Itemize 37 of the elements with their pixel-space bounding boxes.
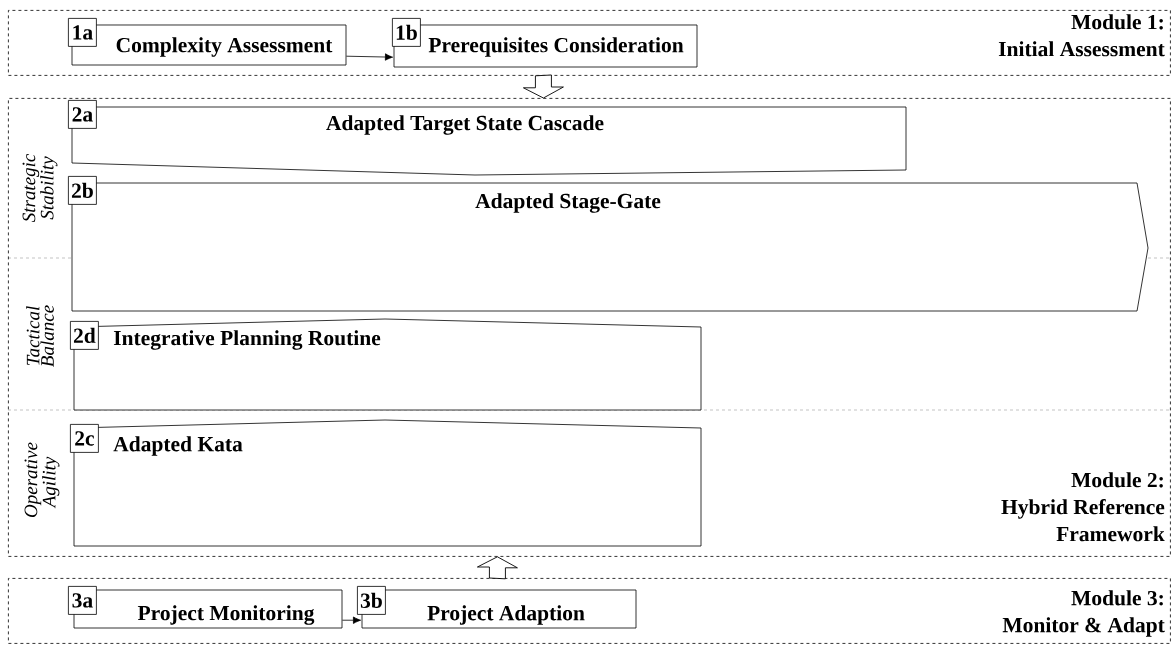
- step-tag: 1b: [392, 18, 421, 47]
- process-box: [70, 318, 702, 411]
- step-tag: 2d: [70, 321, 99, 350]
- process-box: [392, 18, 698, 68]
- arrow: [342, 616, 361, 624]
- process-box: [68, 176, 1149, 312]
- step-tag: 3b: [357, 586, 386, 615]
- module-title: Module 1: Initial Assessment: [998, 14, 1165, 57]
- module-panel: [8, 10, 1171, 76]
- process-box: [68, 18, 347, 66]
- step-title: Integrative Planning Routine: [113, 330, 381, 350]
- step-title: Project Monitoring: [137, 605, 315, 625]
- block-arrow: [476, 556, 518, 580]
- arrow: [346, 53, 393, 61]
- module-title: Module 2: Hybrid Reference Framework: [1001, 472, 1165, 542]
- step-title: Adapted Kata: [113, 436, 243, 456]
- step-title: Adapted Target State Cascade: [326, 115, 604, 135]
- module-panel: [8, 98, 1171, 557]
- row-label: Tactical Balance: [26, 305, 54, 367]
- step-tag: 2c: [70, 424, 99, 453]
- step-tag: 3a: [68, 586, 97, 615]
- step-title: Complexity Assessment: [116, 37, 333, 57]
- step-title: Project Adaption: [427, 605, 585, 625]
- step-title: Prerequisites Consideration: [428, 37, 684, 57]
- step-tag: 1a: [68, 18, 97, 47]
- process-box: [357, 586, 637, 629]
- module-title: Module 3: Monitor & Adapt: [1002, 590, 1165, 637]
- process-box: [70, 419, 702, 547]
- process-box: [68, 586, 343, 629]
- step-title: Adapted Stage-Gate: [475, 193, 661, 213]
- block-arrow: [522, 74, 564, 99]
- module-panel: [8, 578, 1171, 644]
- process-box: [68, 100, 907, 176]
- step-tag: 2a: [68, 100, 97, 129]
- row-label: Operative Agility: [24, 442, 60, 518]
- row-label: Strategic Stability: [22, 153, 58, 223]
- step-tag: 2b: [68, 176, 97, 205]
